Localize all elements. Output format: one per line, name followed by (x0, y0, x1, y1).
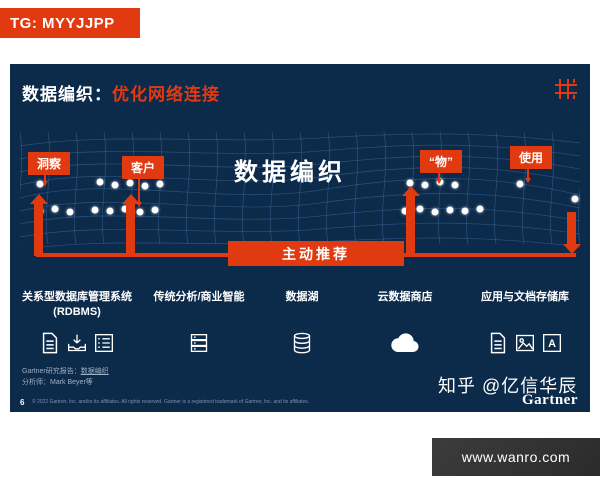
label-use: 使用 (510, 146, 553, 169)
mesh-node-dot (51, 205, 59, 213)
cloud-icon (391, 333, 419, 353)
proactive-push-banner: 主动推荐 (228, 241, 404, 266)
letter-a-icon: A (543, 334, 561, 352)
hash-icon (555, 79, 577, 99)
customer-arrow (135, 178, 142, 207)
label-things: “物” (420, 150, 463, 173)
mesh-node-dot (121, 205, 129, 213)
slide-title-highlight: 优化网络连接 (112, 85, 220, 104)
mesh-node-dot (416, 205, 424, 213)
slide-title: 数据编织：优化网络连接 (22, 80, 220, 105)
category-bi-label: 传统分析/商业智能 (153, 291, 245, 303)
mesh-node-dot (91, 206, 99, 214)
category-data-lake: 数据湖 (258, 290, 346, 356)
flow-arrow-up-left (29, 194, 48, 256)
insight-arrow (41, 174, 48, 186)
label-insight: 洞察 (28, 152, 71, 175)
tg-watermark-banner: TG: MYYJJPP (0, 8, 140, 38)
source-label: Gartner研究报告： (22, 368, 81, 375)
mesh-node-dot (126, 179, 134, 187)
mesh-node-dot (431, 208, 439, 216)
mesh-node-dot (136, 208, 144, 216)
category-cloud-store-label: 云数据商店 (377, 291, 433, 303)
flow-arrow-up-mid (121, 194, 140, 256)
mesh-node-dot (66, 208, 74, 216)
category-app-doc-store: 应用与文档存储库 A (464, 290, 586, 356)
inbox-icon (68, 334, 86, 352)
image-icon (516, 334, 534, 352)
label-customer: 客户 (122, 156, 165, 179)
mesh-node-dot (421, 181, 429, 189)
things-arrow (435, 172, 442, 184)
tg-watermark-text: TG: MYYJJPP (10, 14, 115, 32)
wanro-watermark-banner: www.wanro.com (432, 438, 600, 476)
use-arrow (524, 168, 531, 183)
page-number: 6 (20, 398, 25, 407)
mesh-node-dot (401, 207, 409, 215)
mesh-graphic (20, 131, 580, 248)
label-data-fabric: 数据编织 (234, 159, 346, 186)
gartner-logo: Gartner (522, 392, 578, 408)
category-rdbms-label: 关系型数据库管理系统 (22, 291, 132, 303)
category-bi: 传统分析/商业智能 (140, 290, 258, 356)
gartner-slide: 数据编织：优化网络连接 洞察 客户 数据编织 “物” 使用 主动推荐 (10, 64, 590, 412)
analyst-credit: 分析师：Mark Beyer等 (22, 378, 93, 386)
zhihu-watermark: 知乎 @亿信华辰 (438, 376, 578, 396)
mesh-node-dot (156, 180, 164, 188)
mesh-node-dot (106, 207, 114, 215)
flow-arrow-up-right (401, 186, 420, 256)
mesh-node-dot (111, 181, 119, 189)
category-cloud-store: 云数据商店 (346, 290, 464, 356)
mesh-node-dot (36, 180, 44, 188)
document-icon (42, 332, 58, 354)
wanro-watermark-text: www.wanro.com (461, 449, 571, 465)
database-icon (293, 332, 311, 354)
source-link: 数据编织 (80, 368, 109, 375)
flow-arrow-down-right (562, 212, 581, 254)
source-categories: 关系型数据库管理系统 (RDBMS) (10, 290, 590, 356)
category-rdbms: 关系型数据库管理系统 (RDBMS) (14, 290, 140, 356)
category-data-lake-label: 数据湖 (285, 291, 319, 303)
source-footnote: Gartner研究报告：数据编织 分析师：Mark Beyer等 (22, 367, 109, 388)
svg-text:A: A (548, 338, 556, 350)
category-rdbms-sublabel: (RDBMS) (53, 305, 101, 318)
mesh-node-dot (451, 181, 459, 189)
copyright-text: © 2022 Gartner, Inc. and/or its affiliat… (32, 399, 310, 405)
mesh-node-dot (516, 180, 524, 188)
server-icon (190, 334, 208, 352)
category-app-doc-store-label: 应用与文档存储库 (481, 291, 569, 303)
list-icon (95, 334, 113, 352)
mesh-node-dot (141, 182, 149, 190)
mesh-node-dot (151, 206, 159, 214)
mesh-node-dot (446, 206, 454, 214)
mesh-node-dot (406, 179, 414, 187)
mesh-node-dot (476, 205, 484, 213)
mesh-node-dot (461, 207, 469, 215)
mesh-node-dot (571, 195, 579, 203)
mesh-node-dot (96, 178, 104, 186)
document-icon (490, 332, 506, 354)
slide-title-prefix: 数据编织： (22, 85, 112, 104)
